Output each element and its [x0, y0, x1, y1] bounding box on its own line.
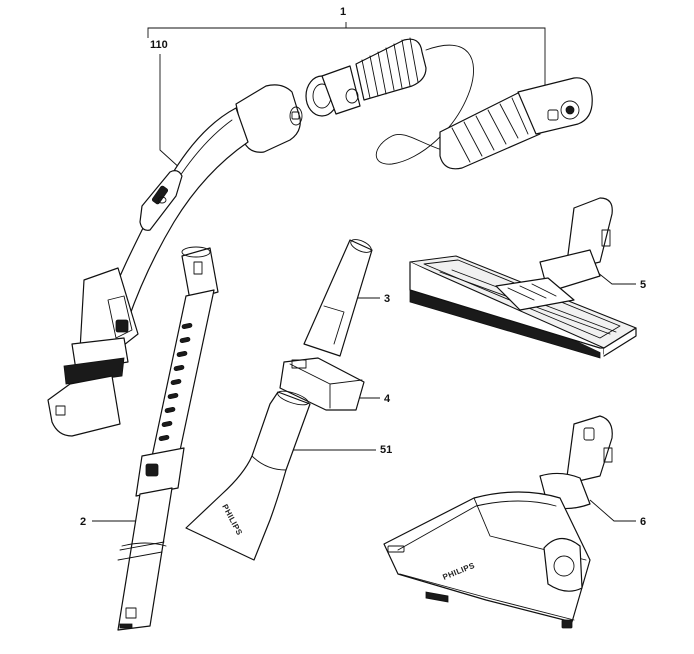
parquet-nozzle: 5 [409, 197, 646, 359]
hose-loop [375, 44, 474, 165]
hose-ribbed-section-right [439, 77, 593, 170]
label-part-5: 5 [640, 279, 646, 291]
label-part-3: 3 [384, 293, 390, 305]
telescopic-tube: 2 [80, 246, 219, 631]
wide-nozzle: 51 PHILIPS [185, 390, 392, 561]
label-part-51: 51 [380, 444, 392, 456]
crevice-tool: 3 [303, 239, 390, 357]
label-part-110: 110 [150, 39, 168, 51]
tube-adjustment-slots [158, 322, 193, 442]
label-part-1: 1 [340, 6, 346, 18]
curved-handle: 110 [47, 39, 303, 437]
clip: 4 [279, 357, 391, 411]
floor-nozzle: 6 PHILIPS [383, 415, 646, 629]
hose-ribbed-section-left [355, 37, 427, 101]
label-part-2: 2 [80, 516, 86, 528]
label-part-6: 6 [640, 516, 646, 528]
hose-assembly-bracket: 1 [147, 6, 546, 86]
hose-connector-cuff [305, 65, 361, 117]
label-part-4: 4 [384, 393, 391, 405]
